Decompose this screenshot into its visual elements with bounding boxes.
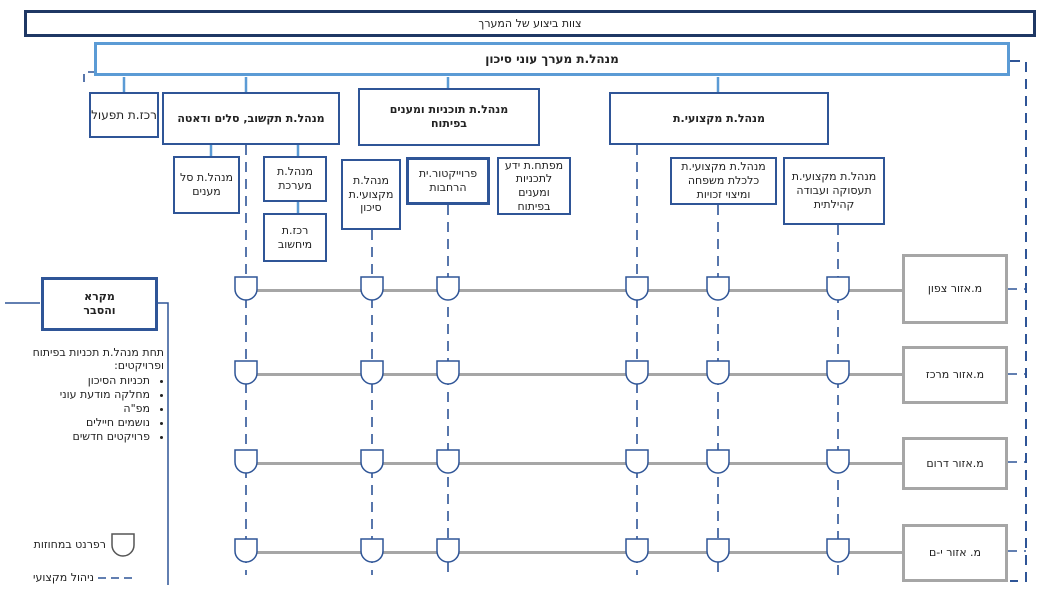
services-basket-text: מנהל.ת סל מענים — [180, 171, 233, 198]
referent-marker — [706, 276, 730, 301]
referent-marker — [436, 360, 460, 385]
region-line-jerusalem — [250, 551, 902, 554]
system-manager-text: מנהל.ת מערכת — [276, 165, 314, 192]
referent-marker — [625, 360, 649, 385]
risk-professional-text: מנהל.ת מקצועי.ת סיכון — [348, 173, 394, 215]
professional-manager-box: מנהל.ת מקצועי.ת — [609, 92, 829, 145]
region-dashed-ticks — [1007, 288, 1026, 552]
referent-marker — [826, 449, 850, 474]
knowledge-developer-box: מפתח.ת ידע לתכניות ומענים בפיתוח — [497, 157, 571, 215]
system-manager-box: מנהל.ת מערכת — [263, 156, 327, 202]
legend-referent-text: רפרנט במחוזות — [33, 538, 106, 551]
referent-marker — [625, 538, 649, 563]
region-center-box: מ.אזור מרכז — [902, 346, 1008, 404]
region-south-box: מ.אזור דרום — [902, 437, 1008, 490]
it-manager-box: מנהל.ת תקשוב, סלים ודאטה — [162, 92, 340, 145]
referent-marker — [360, 538, 384, 563]
referent-marker — [234, 449, 258, 474]
operations-coordinator-text: רכז.ת תפעול — [91, 107, 157, 122]
referent-marker — [826, 276, 850, 301]
referent-marker — [625, 449, 649, 474]
region-north-box: מ.אזור צפון — [902, 254, 1008, 324]
legend-item: תכניות הסיכון — [6, 374, 150, 388]
region-line-center — [250, 373, 902, 376]
region-line-north — [250, 289, 902, 292]
execution-team-banner: צוות ביצוע של המערך — [24, 10, 1036, 37]
legend-item: פרויקטים חדשים — [6, 430, 150, 444]
referent-marker — [436, 449, 460, 474]
legend-item: מחלקה מודעת עוני — [6, 388, 150, 402]
legend-professional-label: ניהול מקצועי — [14, 571, 94, 584]
projector-text: פרוייקטור.ית הרחבות — [418, 167, 478, 194]
legend-title-box: מקרא והסבר — [41, 277, 158, 331]
it-manager-text: מנהל.ת תקשוב, סלים ודאטה — [177, 111, 325, 125]
banner-text: צוות ביצוע של המערך — [478, 16, 582, 30]
right-dashed-frame — [1010, 60, 1027, 582]
legend-title: מקרא והסבר — [83, 290, 116, 317]
referent-marker — [826, 538, 850, 563]
referent-marker — [826, 360, 850, 385]
computing-coordinator-box: רכז.ת מיחשוב — [263, 213, 327, 262]
legend-list: תכניות הסיכון מחלקה מודעת עוני מפ"ה נושמ… — [6, 374, 164, 444]
computing-coordinator-text: רכז.ת מיחשוב — [277, 223, 313, 251]
referent-marker — [234, 360, 258, 385]
region-line-south — [250, 462, 902, 465]
region-jerusalem-text: מ. אזור י-ם — [928, 546, 982, 560]
referent-marker — [706, 449, 730, 474]
region-jerusalem-box: מ. אזור י-ם — [902, 524, 1008, 582]
region-south-text: מ.אזור דרום — [926, 456, 984, 470]
legend-body: תחת מנהל.ת תכניות בפיתוח ופרויקטים: תכני… — [6, 346, 164, 444]
referent-marker — [234, 276, 258, 301]
family-economics-text: מנהל.ת מקצועי.ת כלכלת משפחה ומיצוי זכויו… — [681, 160, 766, 201]
referent-marker — [234, 538, 258, 563]
referent-marker — [436, 276, 460, 301]
referent-marker — [360, 449, 384, 474]
employment-text: מנהל.ת מקצועי.ת תעסוקה ועבודה קהילתית — [791, 170, 877, 211]
legend-referent-icon — [111, 533, 135, 557]
legend-referent-label: רפרנט במחוזות — [14, 538, 106, 551]
legend-professional-text: ניהול מקצועי — [33, 571, 94, 584]
programs-manager-text: מנהל.ת תוכניות ומענים בפיתוח — [389, 103, 509, 130]
services-basket-box: מנהל.ת סל מענים — [173, 156, 240, 214]
referent-marker — [360, 360, 384, 385]
risk-professional-box: מנהל.ת מקצועי.ת סיכון — [341, 159, 401, 230]
region-north-text: מ.אזור צפון — [927, 282, 983, 296]
hierarchy-connectors — [122, 77, 720, 213]
projector-box: פרוייקטור.ית הרחבות — [406, 157, 490, 205]
referent-marker — [625, 276, 649, 301]
professional-manager-text: מנהל.ת מקצועי.ת — [673, 111, 765, 125]
legend-dashed-line-icon — [98, 577, 134, 579]
legend-item: נושמים חיילים — [6, 416, 150, 430]
referent-marker — [706, 538, 730, 563]
referent-marker — [706, 360, 730, 385]
family-economics-box: מנהל.ת מקצועי.ת כלכלת משפחה ומיצוי זכויו… — [670, 157, 777, 205]
knowledge-developer-text: מפתח.ת ידע לתכניות ומענים בפיתוח — [504, 158, 564, 213]
operations-coordinator-box: רכז.ת תפעול — [89, 92, 159, 138]
referent-marker — [436, 538, 460, 563]
programs-manager-box: מנהל.ת תוכניות ומענים בפיתוח — [358, 88, 540, 146]
referent-marker — [360, 276, 384, 301]
legend-intro: תחת מנהל.ת תכניות בפיתוח ופרויקטים: — [32, 346, 164, 372]
head-manager-box: מנהל.ת מערך עוני סיכון — [94, 42, 1010, 76]
head-manager-text: מנהל.ת מערך עוני סיכון — [485, 51, 619, 66]
employment-box: מנהל.ת מקצועי.ת תעסוקה ועבודה קהילתית — [783, 157, 885, 225]
region-center-text: מ.אזור מרכז — [925, 368, 985, 382]
legend-item: מפ"ה — [6, 402, 150, 416]
